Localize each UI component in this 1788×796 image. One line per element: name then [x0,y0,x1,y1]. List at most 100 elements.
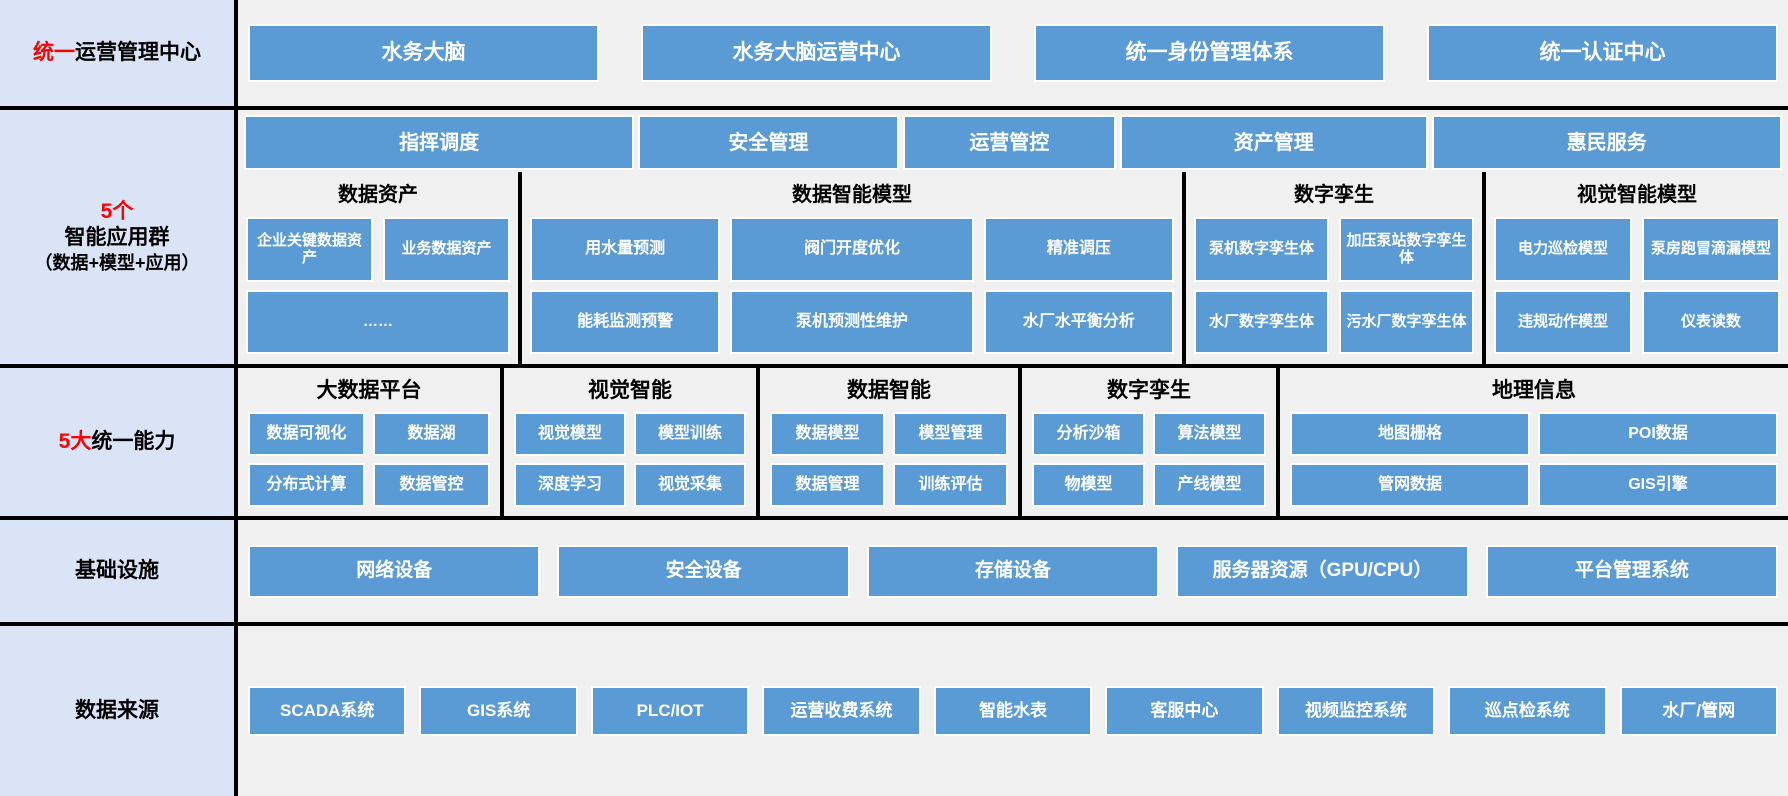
item-network-equipment[interactable]: 网络设备 [248,544,541,598]
layer-label-infrastructure: 基础设施 [0,520,234,622]
item-booster-station-digital-twin[interactable]: 加压泵站数字孪生体 [1339,217,1474,282]
item-vision-model[interactable]: 视觉模型 [514,412,626,456]
item-data-model[interactable]: 数据模型 [770,412,885,456]
capability-items: 数据可视化 数据湖 分布式计算 数据管控 [248,412,490,507]
infrastructure-items: 网络设备 安全设备 存储设备 服务器资源（GPU/CPU） 平台管理系统 [238,520,1788,622]
layer-label-data-sources: 数据来源 [0,626,234,796]
item-plc-iot[interactable]: PLC/IOT [590,686,750,736]
item-unified-identity-system[interactable]: 统一身份管理体系 [1034,24,1385,82]
item-video-surveillance-system[interactable]: 视频监控系统 [1276,686,1436,736]
item-plant-water-balance-analysis[interactable]: 水厂水平衡分析 [983,289,1174,354]
item-pipe-network-data[interactable]: 管网数据 [1290,463,1530,507]
item-enterprise-key-data-asset[interactable]: 企业关键数据资产 [246,217,373,282]
item-model-management[interactable]: 模型管理 [893,412,1008,456]
layer-infrastructure: 基础设施 网络设备 安全设备 存储设备 服务器资源（GPU/CPU） 平台管理系… [0,520,1788,622]
item-model-training[interactable]: 模型训练 [634,412,746,456]
item-algorithm-model[interactable]: 算法模型 [1153,412,1266,456]
layer-data-sources: 数据来源 SCADA系统 GIS系统 PLC/IOT 运营收费系统 智能水表 客… [0,626,1788,796]
item-data-management[interactable]: 数据管理 [770,463,885,507]
layer-label-operation-center: 统一运营管理中心 [0,0,234,106]
item-precise-pressure-regulation[interactable]: 精准调压 [983,217,1174,282]
item-data-governance[interactable]: 数据管控 [373,463,490,507]
layer-label-accent: 统一 [33,40,75,64]
item-public-service[interactable]: 惠民服务 [1431,115,1782,170]
item-data-lake[interactable]: 数据湖 [373,412,490,456]
item-smart-water-meter[interactable]: 智能水表 [933,686,1093,736]
item-thing-model[interactable]: 物模型 [1032,463,1145,507]
item-vision-capture[interactable]: 视觉采集 [634,463,746,507]
item-deep-learning[interactable]: 深度学习 [514,463,626,507]
capability-items: 视觉模型 模型训练 深度学习 视觉采集 [514,412,746,507]
item-power-inspection-model[interactable]: 电力巡检模型 [1494,217,1632,282]
item-valve-opening-optimization[interactable]: 阀门开度优化 [730,217,974,282]
capability-title: 视觉智能 [588,379,672,402]
layer-operation-center: 统一运营管理中心 水务大脑 水务大脑运营中心 统一身份管理体系 统一认证中心 [0,0,1788,106]
item-platform-management-system[interactable]: 平台管理系统 [1485,544,1779,598]
item-command-dispatch[interactable]: 指挥调度 [244,115,635,170]
capability-data-intelligence: 数据智能 数据模型 模型管理 数据管理 训练评估 [760,368,1018,516]
layer-label-text: 数据来源 [75,698,159,722]
item-storage-equipment[interactable]: 存储设备 [866,544,1160,598]
group-items: 用水量预测 阀门开度优化 精准调压 能耗监测预警 泵机预测性维护 水厂水平衡分析 [530,217,1174,354]
item-business-data-asset[interactable]: 业务数据资产 [383,217,510,282]
layer-application-group: 5个 智能应用群 （数据+模型+应用） 指挥调度 安全管理 运营管控 资产管理 … [0,110,1788,364]
item-inspection-system[interactable]: 巡点检系统 [1448,686,1607,736]
item-poi-data[interactable]: POI数据 [1538,412,1778,456]
layer-label-application-group: 5个 智能应用群 （数据+模型+应用） [0,110,234,364]
unified-capability-groups: 大数据平台 数据可视化 数据湖 分布式计算 数据管控 视觉智能 视觉模型 模型训… [238,368,1788,516]
item-scada-system[interactable]: SCADA系统 [248,686,407,736]
application-group-body: 指挥调度 安全管理 运营管控 资产管理 惠民服务 数据资产 企业关键数据资产 业… [238,110,1788,364]
item-unified-auth-center[interactable]: 统一认证中心 [1427,24,1778,82]
item-data-visualization[interactable]: 数据可视化 [248,412,365,456]
item-server-resources[interactable]: 服务器资源（GPU/CPU） [1176,544,1469,598]
capability-digital-twin: 数字孪生 分析沙箱 算法模型 物模型 产线模型 [1022,368,1276,516]
item-customer-service-center[interactable]: 客服中心 [1105,686,1264,736]
item-meter-reading[interactable]: 仪表读数 [1642,289,1780,354]
capability-title: 数字孪生 [1107,379,1191,402]
group-items: 泵机数字孪生体 加压泵站数字孪生体 水厂数字孪生体 污水厂数字孪生体 [1194,217,1474,354]
item-production-line-model[interactable]: 产线模型 [1153,463,1266,507]
item-energy-monitoring-alert[interactable]: 能耗监测预警 [530,289,721,354]
layer-label-accent: 5个 [100,199,134,223]
operation-center-items: 水务大脑 水务大脑运营中心 统一身份管理体系 统一认证中心 [238,0,1788,106]
group-digital-twin: 数字孪生 泵机数字孪生体 加压泵站数字孪生体 水厂数字孪生体 污水厂数字孪生体 [1186,172,1482,364]
capability-bigdata-platform: 大数据平台 数据可视化 数据湖 分布式计算 数据管控 [238,368,500,516]
item-distributed-computing[interactable]: 分布式计算 [248,463,365,507]
layer-label-text: 运营管理中心 [75,40,201,64]
layer-unified-capabilities: 5大统一能力 大数据平台 数据可视化 数据湖 分布式计算 数据管控 视觉智能 视… [0,368,1788,516]
item-water-plant-digital-twin[interactable]: 水厂数字孪生体 [1194,290,1329,354]
item-violation-action-model[interactable]: 违规动作模型 [1494,289,1632,354]
item-pump-predictive-maintenance[interactable]: 泵机预测性维护 [730,289,974,354]
layer-label-unified-capabilities: 5大统一能力 [0,368,234,516]
item-map-grid[interactable]: 地图栅格 [1290,412,1530,456]
group-items: 电力巡检模型 泵房跑冒滴漏模型 违规动作模型 仪表读数 [1494,217,1780,354]
item-security-equipment[interactable]: 安全设备 [557,544,850,598]
layer-label-subtext: （数据+模型+应用） [34,253,200,274]
group-data-intelligence-model: 数据智能模型 用水量预测 阀门开度优化 精准调压 能耗监测预警 泵机预测性维护 … [522,172,1182,364]
data-source-items: SCADA系统 GIS系统 PLC/IOT 运营收费系统 智能水表 客服中心 视… [238,626,1788,796]
item-more-ellipsis[interactable]: …… [246,290,510,354]
item-operation-control[interactable]: 运营管控 [902,115,1116,170]
group-items: 企业关键数据资产 业务数据资产 …… [246,217,510,354]
item-gis-system[interactable]: GIS系统 [419,686,578,736]
item-safety-management[interactable]: 安全管理 [638,115,899,170]
application-subgroups: 数据资产 企业关键数据资产 业务数据资产 …… 数据智能模型 用水量预测 阀门开… [238,172,1788,364]
item-water-usage-forecast[interactable]: 用水量预测 [530,217,721,282]
item-water-brain[interactable]: 水务大脑 [248,24,599,82]
item-pump-room-leak-model[interactable]: 泵房跑冒滴漏模型 [1642,217,1780,282]
layer-label-text: 统一能力 [91,429,176,453]
item-gis-engine[interactable]: GIS引擎 [1538,463,1778,507]
application-domain-row: 指挥调度 安全管理 运营管控 资产管理 惠民服务 [238,110,1788,172]
item-asset-management[interactable]: 资产管理 [1119,115,1428,170]
item-plant-pipe-network[interactable]: 水厂/管网 [1619,686,1778,736]
group-title: 数据智能模型 [792,184,912,206]
item-pump-digital-twin[interactable]: 泵机数字孪生体 [1194,217,1329,282]
item-sewage-plant-digital-twin[interactable]: 污水厂数字孪生体 [1339,290,1474,354]
item-analysis-sandbox[interactable]: 分析沙箱 [1032,412,1145,456]
item-training-evaluation[interactable]: 训练评估 [893,463,1008,507]
group-data-asset: 数据资产 企业关键数据资产 业务数据资产 …… [238,172,518,364]
item-billing-system[interactable]: 运营收费系统 [762,686,921,736]
item-water-brain-operation-center[interactable]: 水务大脑运营中心 [641,24,992,82]
group-vision-intelligence-model: 视觉智能模型 电力巡检模型 泵房跑冒滴漏模型 违规动作模型 仪表读数 [1486,172,1788,364]
